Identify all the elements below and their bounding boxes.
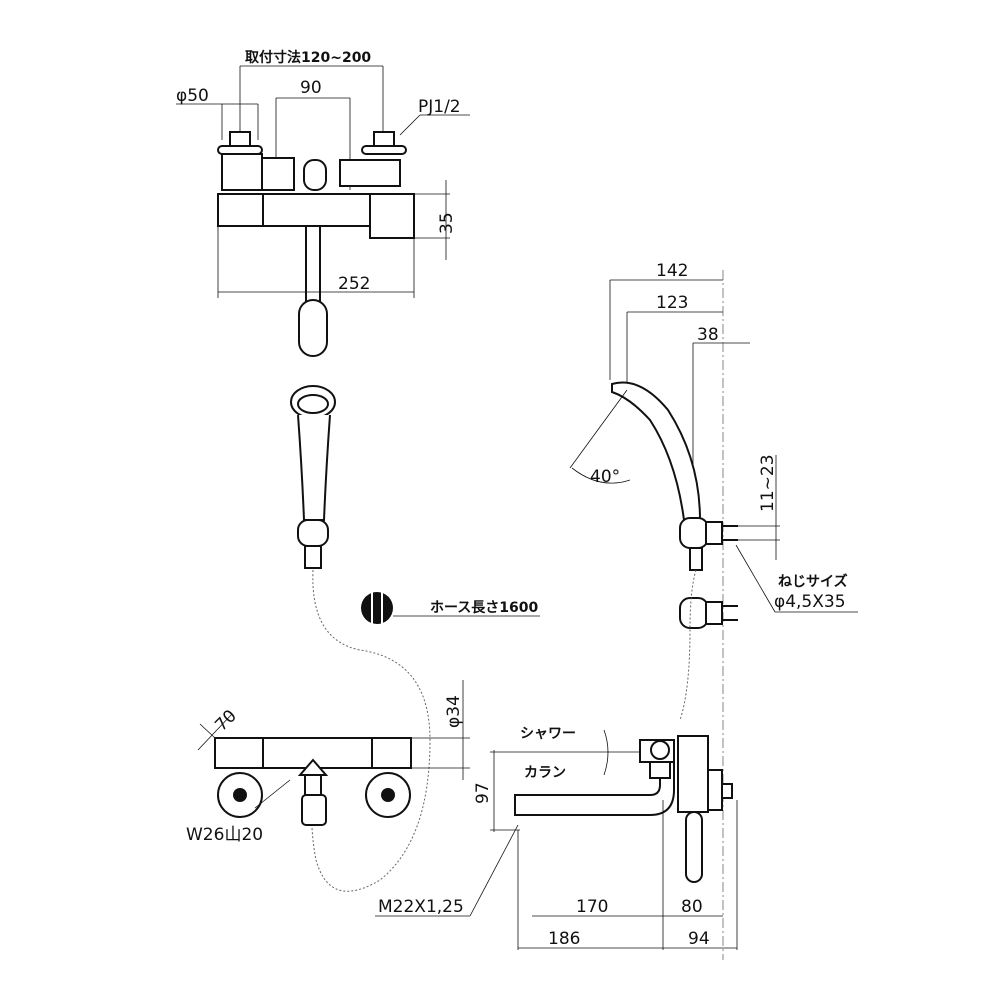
dim-11-23-label: 11~23	[758, 454, 778, 512]
diameter-50-label: φ50	[176, 86, 209, 106]
dim-90-label: 90	[300, 78, 322, 98]
dim-123-label: 123	[656, 293, 688, 313]
dim-142-label: 142	[656, 261, 688, 281]
bottom-view: 70 φ34 W26山20	[186, 680, 470, 845]
front-view: 取付寸法120~200 φ50 90 PJ1/2 35 252	[176, 49, 470, 357]
dim-35-label: 35	[437, 212, 457, 234]
screw-size-label: φ4,5X35	[774, 592, 846, 612]
dim-170-label: 170	[576, 897, 608, 917]
dim-252-label: 252	[338, 274, 370, 294]
dim-94-label: 94	[688, 929, 710, 949]
shower-label: シャワー	[520, 726, 576, 742]
angle-label: 40°	[590, 467, 620, 487]
dim-38-label: 38	[697, 325, 719, 345]
dim-80-label: 80	[681, 897, 703, 917]
screw-label: ねじサイズ	[778, 573, 848, 590]
hose-length-label: ホース長さ1600	[430, 600, 539, 616]
thread-label: PJ1/2	[418, 97, 461, 117]
side-view: 142 123 38 40° 11~23 ねじサイズ φ4,5X35	[569, 261, 858, 960]
diameter-34-label: φ34	[444, 695, 464, 728]
spout-thread-label: M22X1,25	[378, 897, 464, 917]
dim-186-label: 186	[548, 929, 580, 949]
mount-range-label: 取付寸法120~200	[245, 49, 371, 66]
hose-section: ホース長さ1600	[361, 592, 540, 624]
karan-label: カラン	[524, 765, 566, 781]
thread-w-label: W26山20	[186, 825, 263, 845]
dim-97-label: 97	[473, 782, 493, 804]
hand-shower-front	[290, 385, 431, 892]
spout-side-view: シャワー カラン 97 M22X1,25 170 80 186 94	[375, 726, 738, 950]
